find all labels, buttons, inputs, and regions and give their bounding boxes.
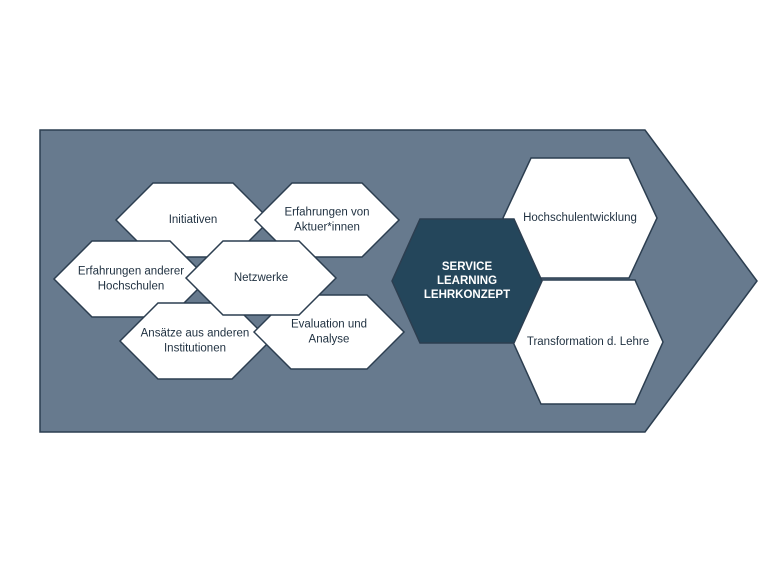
input-hex-erfahrungen-hochschulen-label: Erfahrungen anderer: [78, 266, 184, 278]
input-hex-erfahrungen-aktuer-label: Aktuer*innen: [294, 222, 360, 234]
input-hex-ansaetze-label: Ansätze aus anderen: [141, 328, 250, 340]
core-hex-shape: [391, 218, 543, 344]
core-hex-label: LEARNING: [437, 275, 497, 287]
output-hex-hochschulentwicklung-shape: [502, 157, 658, 279]
input-hex-ansaetze-label: Institutionen: [164, 343, 226, 355]
output-hex-transformation-label: Transformation d. Lehre: [527, 336, 649, 348]
output-hex-hochschulentwicklung-label: Hochschulentwicklung: [523, 212, 637, 224]
core-hex: SERVICE LEARNING LEHRKONZEPT: [391, 218, 543, 344]
input-hex-netzwerke: Netzwerke: [184, 240, 338, 316]
core-hex-label: LEHRKONZEPT: [424, 289, 510, 301]
input-hex-evaluation-label: Evaluation und: [291, 319, 367, 331]
output-hex-hochschulentwicklung: Hochschulentwicklung: [502, 157, 658, 279]
input-hex-erfahrungen-aktuer-label: Erfahrungen von: [284, 207, 369, 219]
core-hex-label: SERVICE: [442, 261, 493, 273]
input-hex-initiativen: Initiativen: [114, 182, 272, 258]
input-hex-initiativen-label: Initiativen: [169, 214, 218, 226]
input-hex-netzwerke-label: Netzwerke: [234, 272, 288, 284]
output-hex-transformation: Transformation d. Lehre: [512, 279, 664, 405]
input-hex-evaluation-label: Analyse: [309, 334, 350, 346]
input-hex-erfahrungen-aktuer-shape: [253, 182, 401, 258]
input-hex-erfahrungen-hochschulen-label: Hochschulen: [98, 281, 164, 293]
input-hex-netzwerke-shape: [184, 240, 338, 316]
